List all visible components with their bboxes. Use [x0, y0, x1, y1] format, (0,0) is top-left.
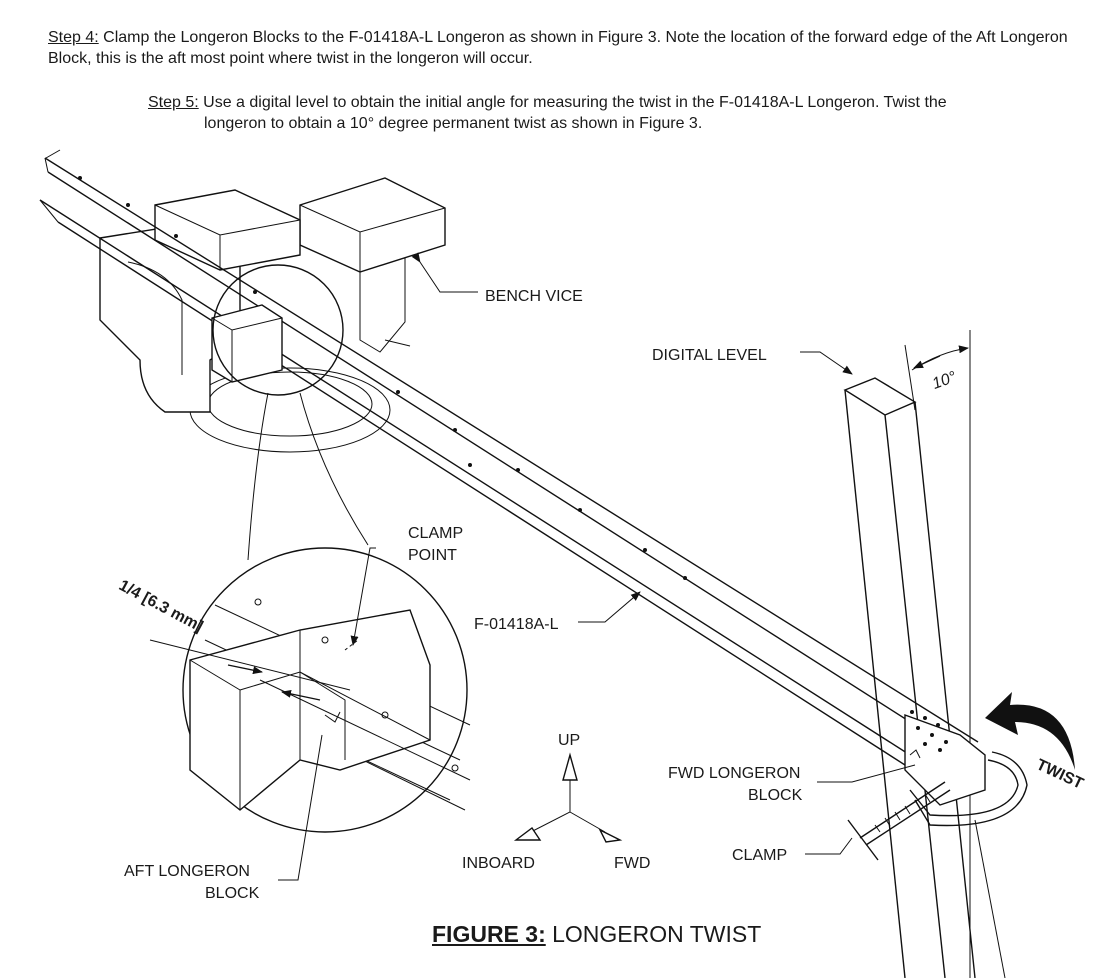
label-fwd-longeron-block-2: BLOCK [748, 787, 803, 804]
detail-leader-right [299, 392, 369, 546]
detail-leader-left [247, 392, 269, 561]
figure-title: LONGERON TWIST [545, 921, 762, 947]
step-4-instruction: Step 4: Clamp the Longeron Blocks to the… [48, 27, 1108, 69]
label-clamp-point-2: POINT [408, 547, 457, 564]
label-aft-longeron-block-2: BLOCK [205, 885, 260, 902]
label-fwd: FWD [614, 855, 650, 872]
detail-callout-circle [212, 264, 344, 396]
label-digital-level: DIGITAL LEVEL [652, 347, 767, 364]
step-5-instruction: Step 5: Use a digital level to obtain th… [148, 92, 1088, 134]
label-up: UP [558, 732, 580, 749]
step-4-text: Clamp the Longeron Blocks to the F-01418… [48, 29, 1068, 67]
step-4-label: Step 4: [48, 29, 99, 46]
dimension-arrows [149, 639, 351, 701]
orientation-triad [513, 752, 623, 843]
label-fwd-longeron-block-1: FWD LONGERON [668, 765, 800, 782]
label-aft-longeron-block-1: AFT LONGERON [124, 863, 250, 880]
aft-longeron-block [211, 304, 283, 383]
fwd-longeron-block [904, 710, 986, 806]
step-5-text-line2: longeron to obtain a 10° degree permanen… [204, 115, 703, 132]
longeron [39, 149, 979, 766]
label-part-number: F-01418A-L [474, 616, 559, 633]
step-5-label: Step 5: [148, 94, 199, 111]
label-bench-vice: BENCH VICE [485, 288, 583, 305]
leader-lines [278, 252, 916, 881]
label-clamp-point-1: CLAMP [408, 525, 463, 542]
figure-number: FIGURE 3: [432, 921, 546, 947]
label-angle: 10° [930, 368, 959, 392]
c-clamp [847, 751, 1028, 861]
figure-caption: FIGURE 3: LONGERON TWIST [432, 921, 761, 948]
bench-vice [99, 177, 446, 453]
angle-indicator [904, 344, 969, 411]
label-dimension: 1/4 [6.3 mm] [116, 577, 206, 635]
label-twist: TWIST [1034, 756, 1086, 793]
digital-level [843, 330, 1006, 978]
twist-arrow [985, 692, 1075, 770]
step-5-text-line1: Use a digital level to obtain the initia… [198, 94, 947, 111]
label-inboard: INBOARD [462, 855, 535, 872]
label-clamp: CLAMP [732, 847, 787, 864]
magnified-detail [182, 547, 471, 833]
